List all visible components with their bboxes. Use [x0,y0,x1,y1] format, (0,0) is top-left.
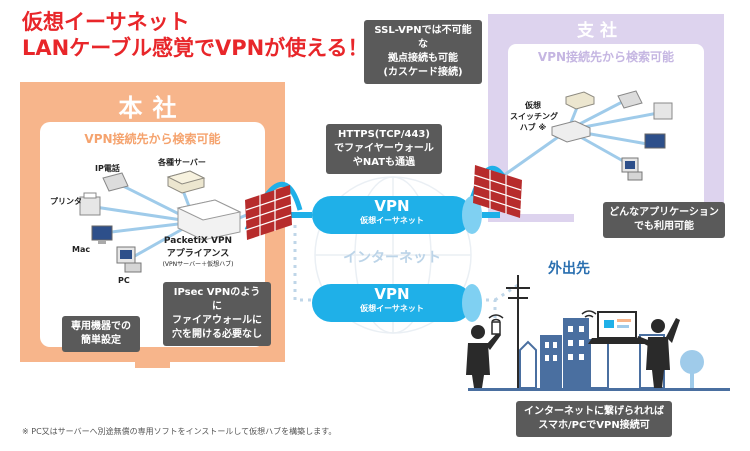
ip-phone-icon [102,172,129,192]
honsha-search-label: VPN接続先から検索可能 [84,132,221,146]
gaishutsu-label: 外出先 [548,261,590,277]
shisha-label: 支社 [577,21,623,41]
callout-any-app-line-1: どんなアプリケーション [609,207,719,218]
firewall-honsha-icon [245,185,292,240]
callout-https-line-2: でファイヤーウォール [334,143,434,154]
shisha-printer-icon [653,102,673,120]
callout-ssl-vpn-line-3: (カスケード接続) [383,67,463,78]
person-laptop-icon [637,318,680,388]
callout-dedicated-line-2: 簡単設定 [81,335,121,346]
firewall-shisha-icon [473,165,522,218]
vpn-appliance-icon [176,199,242,241]
printer-icon [79,192,101,216]
mac-icon [91,225,113,244]
utility-pole-icon [506,275,530,388]
internet-label: インターネット [343,250,441,266]
callout-mobile-line-1: インターネットに繋げられれば [524,406,664,417]
person-smartphone-icon [466,321,501,388]
callout-mobile-line-2: スマホ/PCでVPN接続可 [538,420,650,431]
shisha-server-icon [565,91,595,110]
switching-hub-label: 仮想 スイッチング ハブ ※ [510,100,558,133]
title-line-2: LANケーブル感覚でVPNが使える！ [22,36,369,60]
pc-label: PC [118,276,130,285]
callout-dedicated-line-1: 専用機器での [71,321,131,332]
vpn-tunnel-1-label: VPN 仮想イーサネット [312,197,472,227]
city-skyline [468,318,730,391]
footnote: ※ PC又はサーバーへ別途無償の専用ソフトをインストールして仮想ハブを構築します… [22,427,337,436]
switching-hub-icon [551,120,591,143]
shisha-search-label: VPN接続先から検索可能 [537,50,675,64]
vpn-tunnel-1 [290,196,500,234]
vpn-tunnel-2-big: VPN [374,285,410,303]
shisha-phone-icon [617,90,643,109]
switching-hub-line-1: 仮想 [525,101,541,110]
switching-hub-line-3: ハブ ※ [519,123,547,132]
callout-https-line-1: HTTPS(TCP/443) [338,129,430,140]
callout-https: HTTPS(TCP/443) でファイヤーウォール やNATも通過 [326,124,442,174]
callout-ipsec-line-1: IPsec VPNのように [173,287,261,312]
honsha-label: 本社 [118,94,187,122]
printer-label: プリンタ [50,197,82,206]
laptop-icon [588,311,646,344]
callout-any-app-line-2: でも利用可能 [634,221,694,232]
vpn-tunnel-2-small: 仮想イーサネット [360,304,424,313]
vpn-tunnel-2 [312,284,482,322]
callout-ssl-vpn: SSL-VPNでは不可能な 拠点接続も可能 (カスケード接続) [364,20,482,84]
appliance-label-line-2: アプライアンス [166,249,230,259]
shisha-mac-icon [644,133,666,149]
callout-mobile: インターネットに繋げられれば スマホ/PCでVPN接続可 [516,401,672,437]
pc-icon [116,246,142,273]
vpn-tunnel-1-big: VPN [374,197,410,215]
appliance-label-line-1: PacketiX VPN [163,236,233,246]
callout-https-line-3: やNATも通過 [352,157,416,168]
callout-ipsec: IPsec VPNのように ファイアウォールに 穴を開ける必要なし [163,282,271,346]
appliance-label: PacketiX VPN アプライアンス (VPNサーバー＋仮想ハブ) [150,236,246,268]
switching-hub-line-2: スイッチング [510,112,558,121]
server-icon [166,170,206,194]
callout-ipsec-line-2: ファイアウォールに [172,315,262,326]
shisha-building [488,14,724,222]
vpn-tunnel-1-small: 仮想イーサネット [360,216,424,225]
ip-phone-label: IP電話 [95,164,120,173]
callout-ssl-vpn-line-1: SSL-VPNでは不可能な [374,25,472,50]
wifi-icon [488,310,597,322]
appliance-label-line-3: (VPNサーバー＋仮想ハブ) [162,261,234,268]
callout-dedicated: 専用機器での 簡単設定 [62,316,140,352]
title-line-1: 仮想イーサネット [22,10,190,34]
shisha-pc-icon [621,157,643,181]
vpn-tunnel-2-label: VPN 仮想イーサネット [312,285,472,315]
callout-ssl-vpn-line-2: 拠点接続も可能 [388,53,458,64]
mac-label: Mac [72,245,91,254]
callout-ipsec-line-3: 穴を開ける必要なし [172,329,262,340]
server-label: 各種サーバー [158,158,206,167]
callout-any-app: どんなアプリケーション でも利用可能 [603,202,725,238]
